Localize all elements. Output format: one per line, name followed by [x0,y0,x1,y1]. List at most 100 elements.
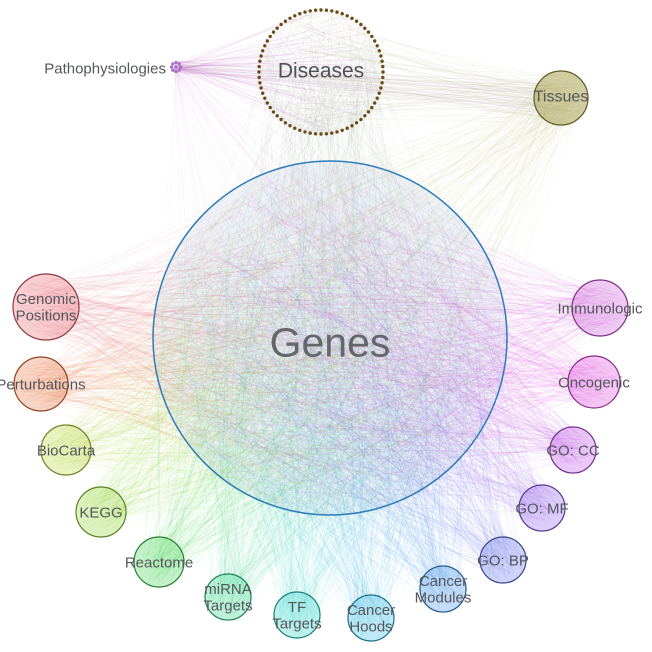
node-cancer-hoods[interactable] [347,594,395,642]
disease-node-dot [359,22,363,27]
node-go-mf[interactable] [518,484,566,532]
node-label-tissues: Tissues [534,89,589,106]
node-label-go-cc: GO: CC [546,442,600,459]
disease-node-dot [324,132,329,136]
disease-node-dot [377,49,381,53]
disease-node-dot [373,101,377,105]
edge-bundle-perturbations [16,167,493,508]
disease-node-dot [340,12,344,16]
disease-node-dot [308,9,312,13]
disease-node-dot [303,130,307,134]
node-go-bp[interactable] [479,536,527,584]
disease-node-dot [257,70,261,74]
disease-node-dot [381,75,385,80]
disease-node-dot [381,64,385,69]
node-genes[interactable] [152,160,508,516]
disease-node-dot [359,117,363,122]
disease-node-dot [375,96,379,100]
disease-node-dot [268,105,272,110]
disease-node-dot [298,12,302,16]
node-edge-bundles [16,163,626,638]
disease-node-dot [263,44,267,48]
disease-node-dot [313,8,318,12]
diseases-cluster[interactable] [257,8,385,136]
disease-node-dot [265,101,269,105]
node-tf-targets[interactable] [273,591,321,639]
disease-node-dot [379,54,383,58]
disease-node-dot [379,86,383,90]
edge-bundle-mirna-targets [157,164,503,618]
disease-node-dot [350,16,354,20]
pathophysiology-node-dot [169,65,174,69]
edge-bundle-tf-targets [160,168,499,635]
edge-bundle-reactome [137,163,497,585]
node-go-cc[interactable] [549,426,597,474]
disease-node-dot [375,44,379,48]
node-biocarta[interactable] [40,424,92,476]
disease-node-dot [354,121,359,125]
node-label-genes: Genes [270,319,391,365]
disease-node-dot [319,8,323,12]
link-bundle-pathophysiologies-diseases [170,11,373,131]
node-cancer-modules[interactable] [419,565,467,613]
disease-node-dot [258,81,262,85]
pathophysiology-node-dot [177,68,181,72]
node-reactome[interactable] [133,536,185,588]
node-immunologic[interactable] [571,279,629,337]
edge-bundle-go-cc [171,164,593,506]
disease-node-dot [283,19,288,23]
disease-node-dot [381,70,385,74]
node-mirna-targets[interactable] [204,573,252,621]
pathophysiology-node-dot [174,69,178,74]
disease-node-dot [350,124,354,128]
pathophysiologies-cluster[interactable] [169,60,183,74]
disease-node-dot [293,14,297,18]
node-label-diseases: Diseases [278,59,364,82]
disease-node-dot [303,10,307,14]
peripheral-nodes [12,70,629,642]
disease-node-dot [259,86,263,90]
node-label-kegg: KEGG [79,504,122,521]
disease-node-dot [319,132,323,136]
edge-bundle-biocarta [44,182,504,505]
node-tissues[interactable] [533,70,589,126]
node-perturbations[interactable] [13,356,69,412]
disease-node-dot [263,96,267,100]
disease-node-dot [293,126,297,130]
disease-node-dot [380,81,384,85]
node-kegg[interactable] [75,486,127,538]
node-genomic-positions[interactable] [12,273,80,341]
disease-node-dot [354,19,359,23]
genes-hub-fill [153,161,507,515]
disease-node-dot [271,30,276,34]
pathophysiology-node-dot [174,60,178,65]
disease-node-dot [283,121,288,125]
edge-bundle-kegg [80,180,497,534]
disease-node-dot [345,126,349,130]
node-label-immunologic: Immunologic [557,300,643,317]
node-label-reactome: Reactome [125,554,193,571]
labels: Genes Diseases PathophysiologiesTissuesGen… [0,59,643,635]
disease-node-dot [271,110,276,114]
disease-node-dot [366,30,371,34]
disease-node-dot [258,59,262,63]
disease-node-dot [265,39,269,43]
link-bundle-tissues-genes [172,76,588,500]
pathophysiology-node-dot [171,62,175,66]
link-bundle-diseases-genes [156,11,499,511]
node-label-perturbations: Perturbations [0,376,86,393]
node-label-pathophysiologies: Pathophysiologies [44,60,166,77]
disease-node-dot [275,26,279,30]
link-bundle-pathophysiologies-genes [152,61,482,504]
disease-node-dot [261,49,265,53]
node-label-go-bp: GO: BP [477,552,529,569]
pathophysiology-node-dot [171,68,175,72]
node-oncogenic[interactable] [567,355,621,409]
disease-node-dot [366,110,371,114]
pathophysiology-node-dot [178,65,183,69]
